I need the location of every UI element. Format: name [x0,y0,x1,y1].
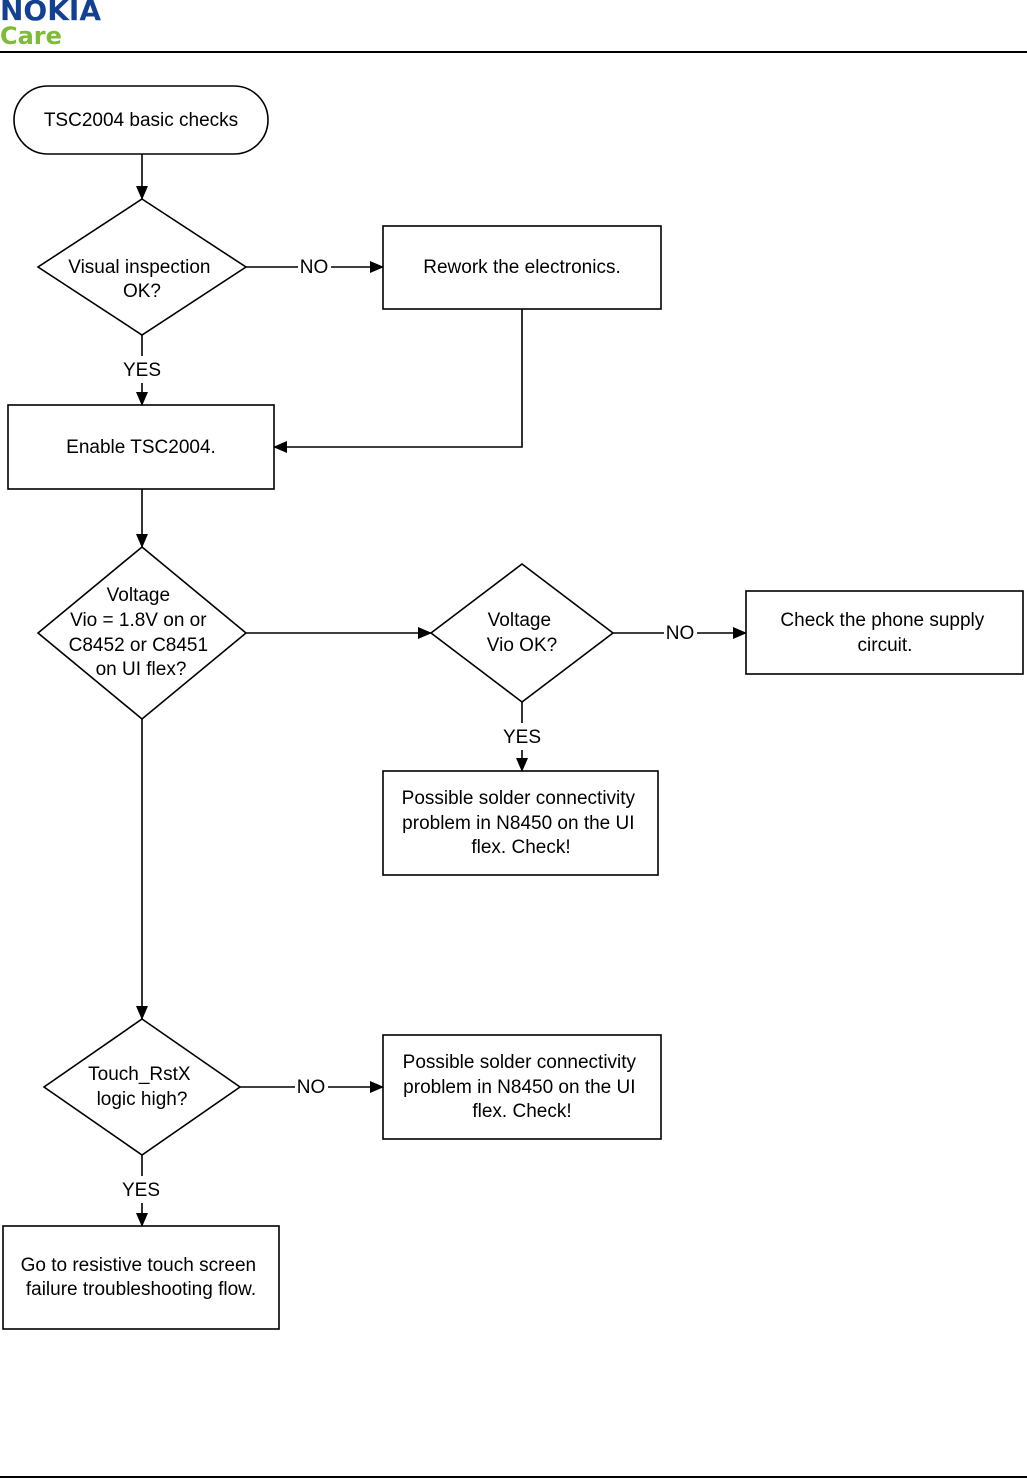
label-visual-yes: YES [123,360,161,381]
supply-text: Check the phone supply circuit. [780,610,989,656]
start-text: TSC2004 basic checks [44,110,238,131]
decision-touch [42,1018,242,1156]
box-resistive [2,1225,280,1330]
decision-voltage [36,545,248,721]
rework-text: Rework the electronics. [423,257,620,278]
box-supply [745,590,1024,675]
header-rule [0,51,1027,53]
resistive-text: Go to resistive touch screen failure tro… [21,1255,262,1300]
brand-wordmark: NOKIA [0,0,102,27]
voltage-text: Voltage Vio = 1.8V on or C8452 or C8451 … [69,585,214,680]
label-vio-yes: YES [503,727,541,748]
label-touch-yes: YES [122,1180,160,1201]
footer-rule [0,1476,1027,1478]
visual-text: Visual inspection OK? [68,257,216,302]
label-visual-no: NO [300,257,329,278]
start-terminator [13,85,269,155]
arrow-rework-to-enable [273,309,523,453]
label-touch-no: NO [297,1077,326,1098]
solder-2-text: Possible solder connectivity problem in … [403,1052,642,1122]
subbrand-wordmark: Care [0,22,62,50]
touch-text: Touch_RstX logic high? [88,1064,196,1110]
enable-text: Enable TSC2004. [66,437,216,458]
label-vio-no: NO [666,623,695,644]
vio-text: Voltage Vio OK? [487,610,557,656]
solder-1-text: Possible solder connectivity problem in … [402,788,641,858]
decision-vio [429,562,615,704]
